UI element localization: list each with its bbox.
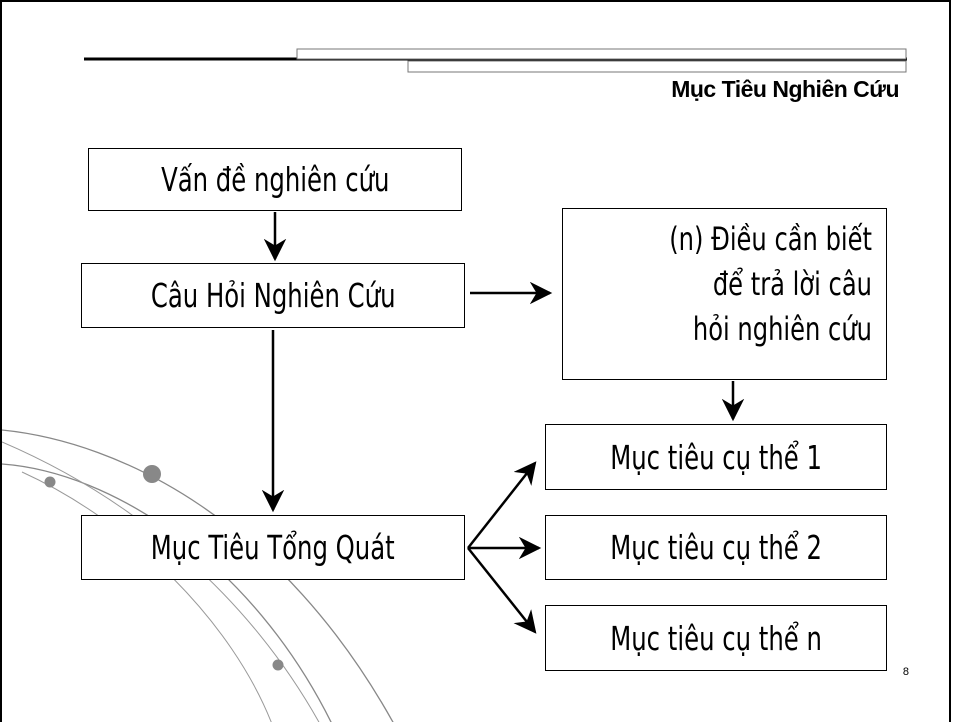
deco-arc-4 — [21, 471, 272, 722]
deco-arc-2 — [2, 463, 332, 722]
node-specific-objective-1: Mục tiêu cụ thể 1 — [545, 424, 887, 490]
node-research-problem-label: Vấn đề nghiên cứu — [160, 160, 390, 199]
node-research-problem: Vấn đề nghiên cứu — [88, 148, 462, 211]
node-need-to-know-line-1: (n) Điều cần biết — [669, 220, 872, 258]
node-research-question: Câu Hỏi Nghiên Cứu — [81, 263, 465, 328]
node-need-to-know-line-3: hỏi nghiên cứu — [692, 310, 872, 348]
node-specific-objective-n-label: Mục tiêu cụ thể n — [610, 618, 822, 658]
node-specific-objective-n: Mục tiêu cụ thể n — [545, 605, 887, 671]
deco-arc-1 — [2, 429, 394, 722]
node-specific-objective-2-label: Mục tiêu cụ thể 2 — [610, 528, 822, 567]
deco-dot-left — [44, 476, 56, 488]
node-need-to-know: (n) Điều cần biết để trả lời câu hỏi ngh… — [562, 208, 887, 380]
header-bar-upper — [296, 48, 907, 60]
header-bar-lower — [407, 60, 907, 73]
slide-title: Mục Tiêu Nghiên Cứu — [671, 76, 899, 102]
deco-dot-large — [143, 465, 161, 483]
deco-dot-bottom — [272, 659, 284, 671]
node-specific-objective-2: Mục tiêu cụ thể 2 — [545, 515, 887, 580]
page-number: 8 — [902, 666, 909, 678]
node-specific-objective-1-label: Mục tiêu cụ thể 1 — [610, 437, 822, 477]
node-research-question-label: Câu Hỏi Nghiên Cứu — [150, 276, 396, 315]
node-general-objective-label: Mục Tiêu Tổng Quát — [151, 528, 395, 567]
node-general-objective: Mục Tiêu Tổng Quát — [81, 515, 465, 580]
node-need-to-know-line-2: để trả lời câu — [712, 265, 872, 303]
